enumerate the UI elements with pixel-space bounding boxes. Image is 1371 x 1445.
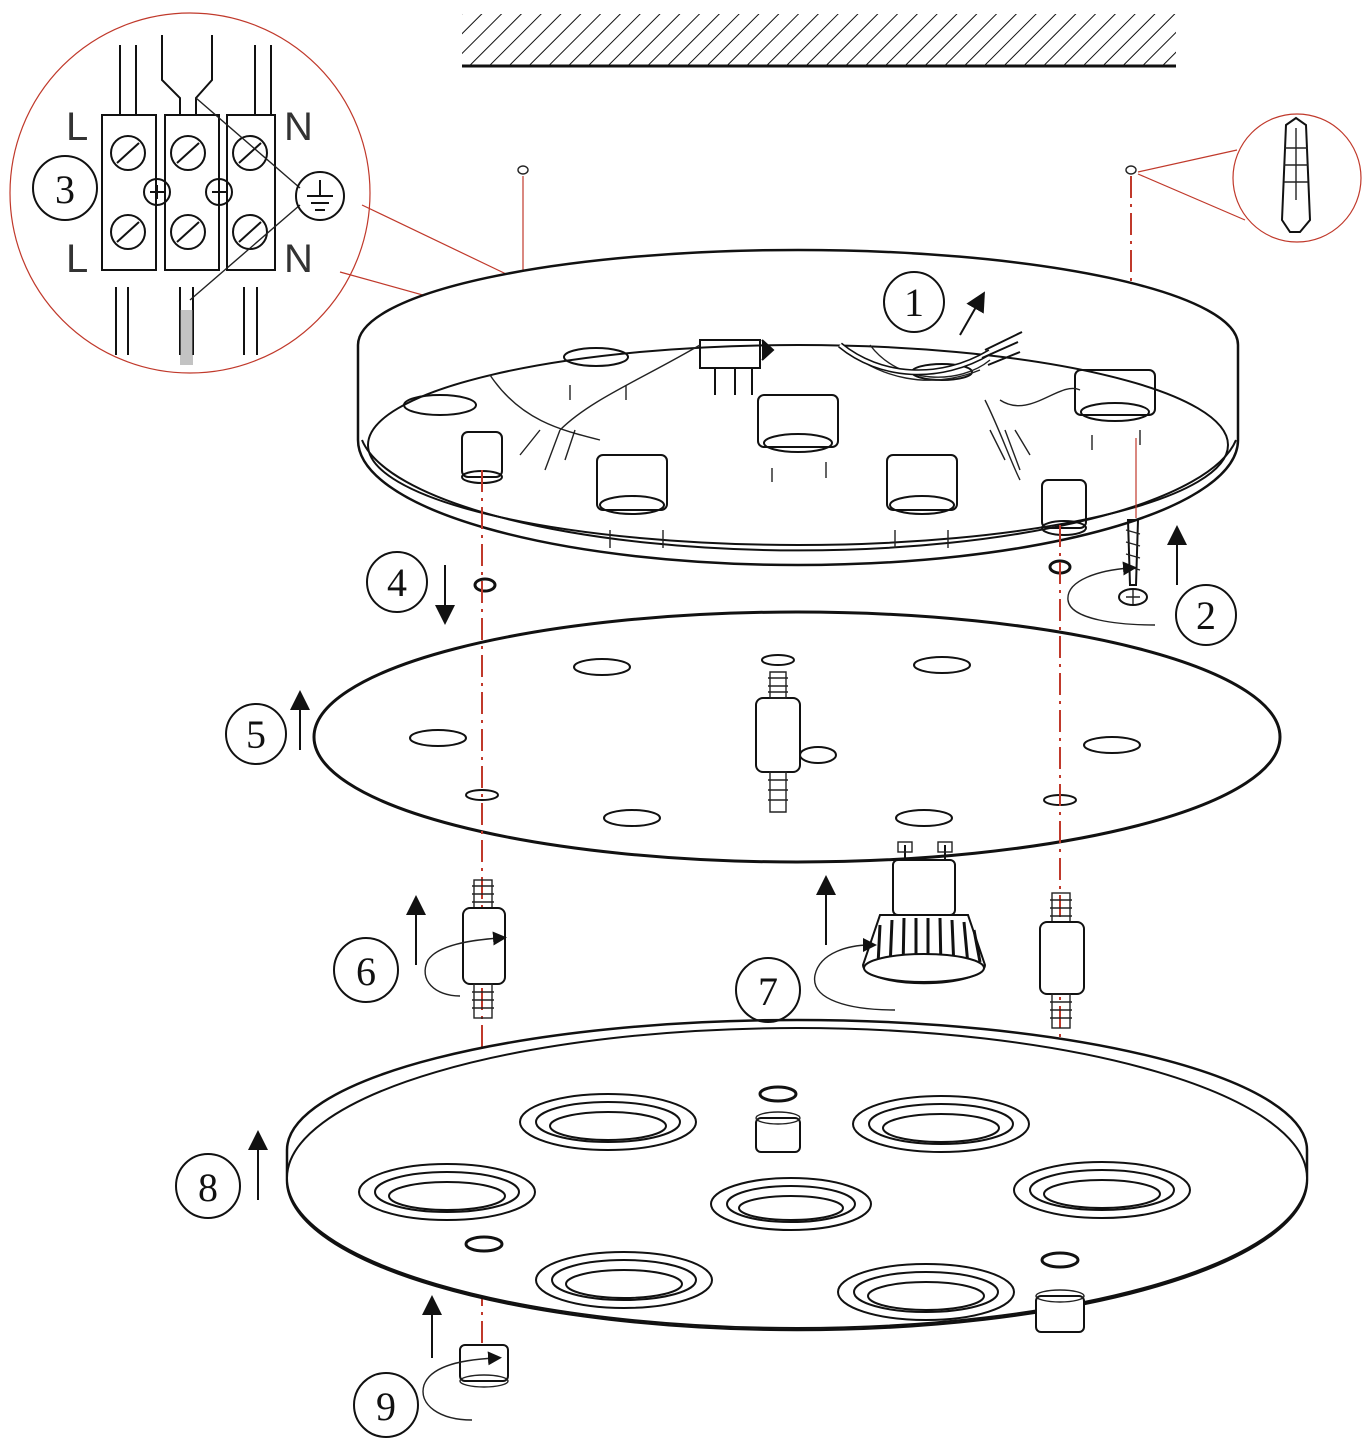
- rotate-arrow-step-7: [814, 938, 896, 1011]
- step-badge-7: 7: [735, 957, 801, 1023]
- wall-plug-icon: [1137, 113, 1362, 243]
- ceiling: [462, 14, 1176, 68]
- step-number-9: 9: [376, 1384, 396, 1429]
- cap-nut: [459, 1344, 509, 1388]
- neutral-label-top: N: [284, 105, 313, 149]
- gu10-bulb-icon: [861, 841, 987, 985]
- mounting-base: [356, 248, 1240, 567]
- spotlight-ring: [852, 1095, 1030, 1153]
- rotate-arrow-step-2: [1067, 561, 1156, 626]
- spotlight-ring: [358, 1163, 536, 1221]
- spotlight-ring: [519, 1093, 697, 1151]
- step-badge-2: 2: [1175, 584, 1237, 646]
- ceiling-hole-left: [517, 165, 529, 175]
- step-badge-4: 4: [366, 551, 428, 613]
- step-number-3: 3: [55, 167, 75, 212]
- washer-left: [473, 577, 497, 593]
- step-number-4: 4: [387, 560, 407, 605]
- neutral-label-bottom: N: [284, 237, 313, 281]
- step-badge-9: 9: [353, 1372, 419, 1438]
- step-badge-5: 5: [225, 703, 287, 765]
- step-number-6: 6: [356, 949, 376, 994]
- step-badge-6: 6: [333, 937, 399, 1003]
- step-number-8: 8: [198, 1165, 218, 1210]
- spotlight-ring: [837, 1263, 1015, 1321]
- terminal-block-callout: L N L N: [9, 12, 701, 374]
- screw-icon: [1118, 519, 1148, 606]
- step-number-2: 2: [1196, 593, 1216, 638]
- ceiling-hole-right: [1125, 165, 1137, 175]
- live-label-bottom: L: [66, 237, 88, 281]
- standoff-right: [1039, 892, 1085, 1029]
- step-badge-1: 1: [883, 271, 945, 333]
- front-plate: [285, 1018, 1309, 1333]
- spotlight-ring: [1013, 1161, 1191, 1219]
- standoff-left: [462, 879, 506, 1019]
- spotlight-ring: [710, 1177, 872, 1231]
- rotate-arrow-step-6: [424, 931, 507, 997]
- step-number-7: 7: [758, 969, 778, 1014]
- step-badge-3: 3: [32, 155, 98, 221]
- spotlight-ring: [535, 1251, 713, 1309]
- middle-plate: [312, 610, 1282, 864]
- step-number-5: 5: [246, 712, 266, 757]
- step-number-1: 1: [904, 280, 924, 325]
- live-label-top: L: [66, 105, 88, 149]
- step-badge-8: 8: [175, 1153, 241, 1219]
- rotate-arrow-step-9: [422, 1351, 502, 1421]
- ground-symbol-icon: [295, 171, 345, 221]
